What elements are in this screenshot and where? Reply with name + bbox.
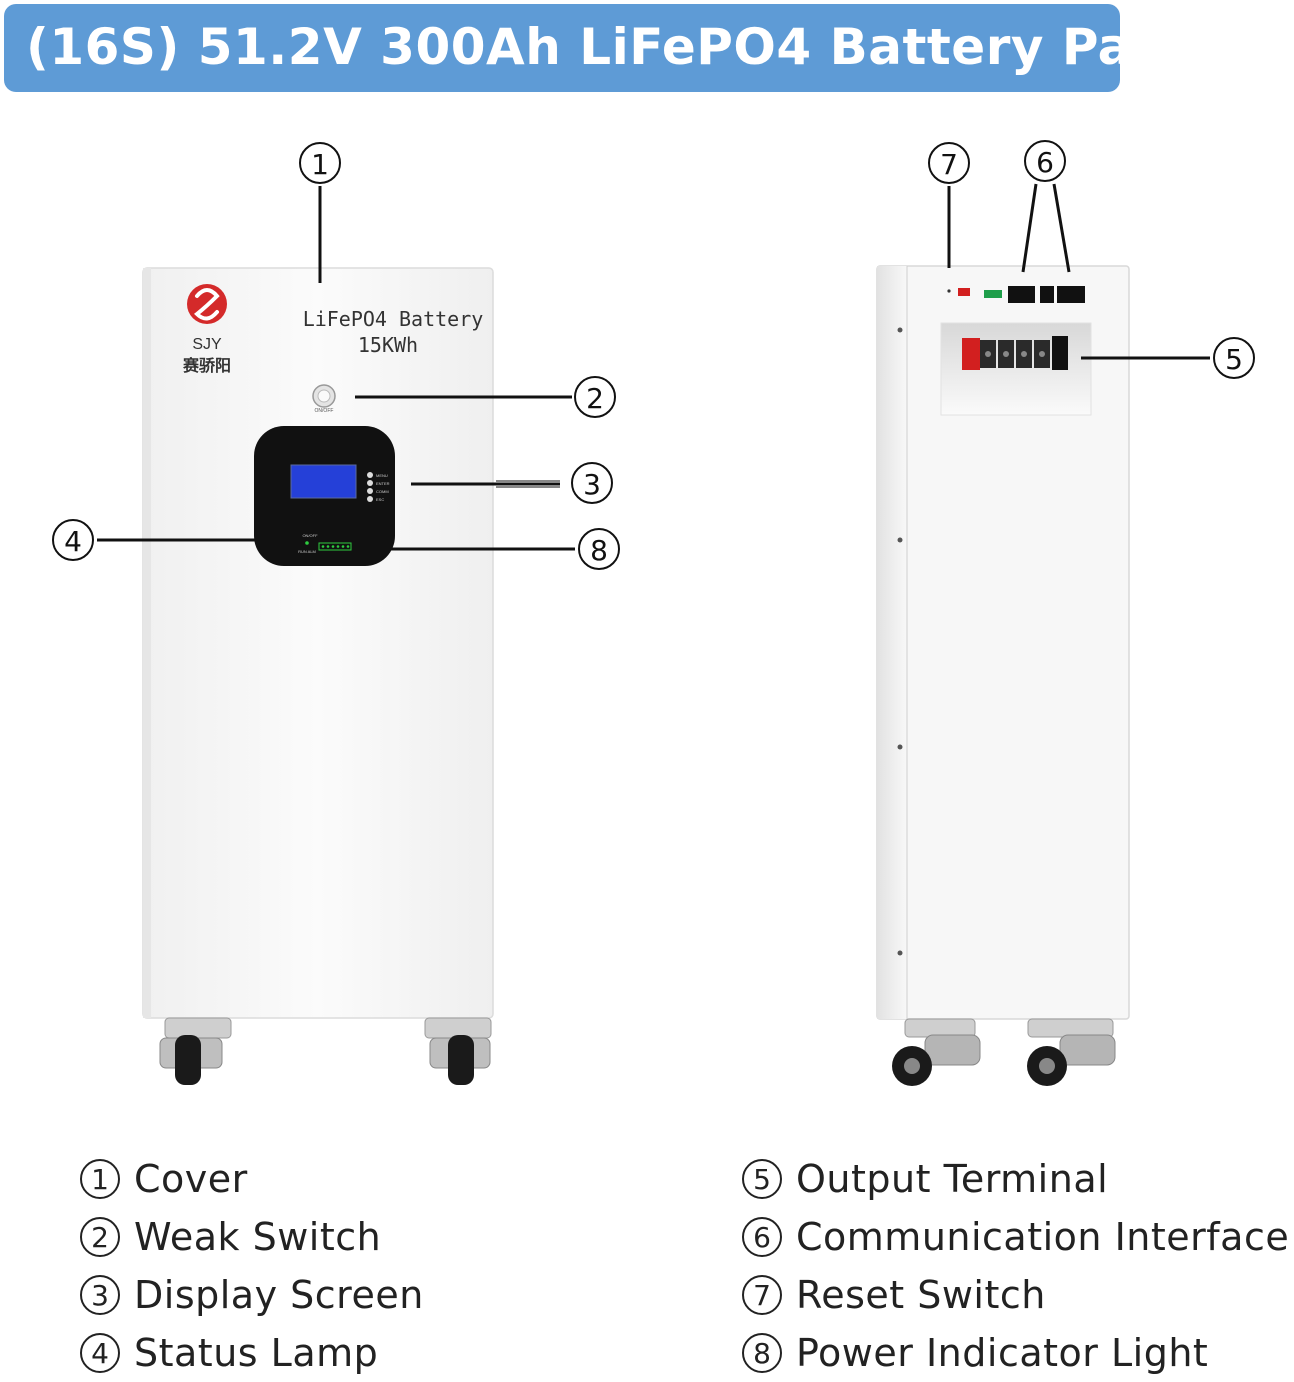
callout-7: 7 [928,142,970,184]
front-left-wheel [159,1017,232,1085]
legend-number: 5 [742,1159,782,1199]
legend-item-communication-interface: 6 Communication Interface [742,1208,1289,1266]
legend-item-display-screen: 3 Display Screen [80,1266,424,1324]
power-indicator-bar [318,542,352,551]
svg-text:5: 5 [1225,343,1243,376]
svg-text:6: 6 [1036,146,1054,179]
callout-2: 2 [574,376,616,418]
svg-text:4: 4 [64,525,82,558]
legend-number: 2 [80,1217,120,1257]
callout-3: 3 [571,462,613,504]
legend-label: Output Terminal [796,1157,1109,1201]
legend-number: 1 [80,1159,120,1199]
legend-item-output-terminal: 5 Output Terminal [742,1150,1289,1208]
legend-number: 6 [742,1217,782,1257]
svg-text:8: 8 [590,534,608,567]
legend-label: Communication Interface [796,1215,1290,1259]
display-panel: MENU ENTER COMM ESC ON/OFF RUN ALM [254,426,395,566]
product-capacity: 15KWh [358,333,418,357]
legend-right: 5 Output Terminal 6 Communication Interf… [742,1150,1289,1382]
legend-label: Power Indicator Light [796,1331,1209,1375]
front-right-wheel [424,1017,492,1085]
battery-diagram: SJY 赛骄阳 LiFePO4 Battery 15KWh ON/OFF MEN… [52,140,1255,1086]
svg-text:2: 2 [586,382,604,415]
page-title: (16S) 51.2V 300Ah LiFePO4 Battery Pack [26,18,1196,76]
legend-item-status-lamp: 4 Status Lamp [80,1324,424,1382]
weak-switch: ON/OFF [312,384,336,414]
callout-1: 1 [299,142,341,184]
switch-label: ON/OFF [315,408,334,414]
legend-number: 4 [80,1333,120,1373]
legend-label: Display Screen [134,1273,424,1317]
legend-label: Status Lamp [134,1331,379,1375]
side-cabinet [876,265,1130,1020]
legend-item-cover: 1 Cover [80,1150,424,1208]
btn-comm-label: COMM [376,489,389,494]
legend-number: 8 [742,1333,782,1373]
btn-enter-label: ENTER [376,481,390,486]
side-right-wheel [1027,1018,1116,1086]
btn-menu-label: MENU [376,473,388,478]
callout-6: 6 [1024,140,1066,182]
green-connector [984,290,1002,298]
callout-8: 8 [578,528,620,570]
status-onoff-label: ON/OFF [302,533,318,538]
legend-left: 1 Cover 2 Weak Switch 3 Display Screen 4… [80,1150,424,1382]
status-runalm-label: RUN ALM [298,549,316,554]
svg-text:1: 1 [311,148,329,181]
legend-item-reset-switch: 7 Reset Switch [742,1266,1289,1324]
callout-5: 5 [1213,337,1255,379]
callout-lines [97,183,1210,551]
callout-4: 4 [52,519,94,561]
output-terminal [940,322,1092,416]
brand-text: SJY [192,336,222,353]
legend-label: Cover [134,1157,248,1201]
side-left-wheel [892,1018,981,1086]
front-cabinet [142,267,494,1019]
brand-chinese-text: 赛骄阳 [182,356,231,375]
legend-item-power-indicator-light: 8 Power Indicator Light [742,1324,1289,1382]
sjy-logo: SJY 赛骄阳 [182,284,231,375]
legend-number: 3 [80,1275,120,1315]
svg-text:7: 7 [940,148,958,181]
btn-esc-label: ESC [376,497,384,502]
legend-label: Reset Switch [796,1273,1046,1317]
svg-text:3: 3 [583,468,601,501]
legend-item-weak-switch: 2 Weak Switch [80,1208,424,1266]
communication-ports [1008,286,1085,303]
product-name: LiFePO4 Battery [303,307,484,331]
legend-number: 7 [742,1275,782,1315]
legend-label: Weak Switch [134,1215,382,1259]
title-banner: (16S) 51.2V 300Ah LiFePO4 Battery Pack [4,4,1195,92]
reset-switch [947,288,970,296]
display-screen [290,464,357,499]
